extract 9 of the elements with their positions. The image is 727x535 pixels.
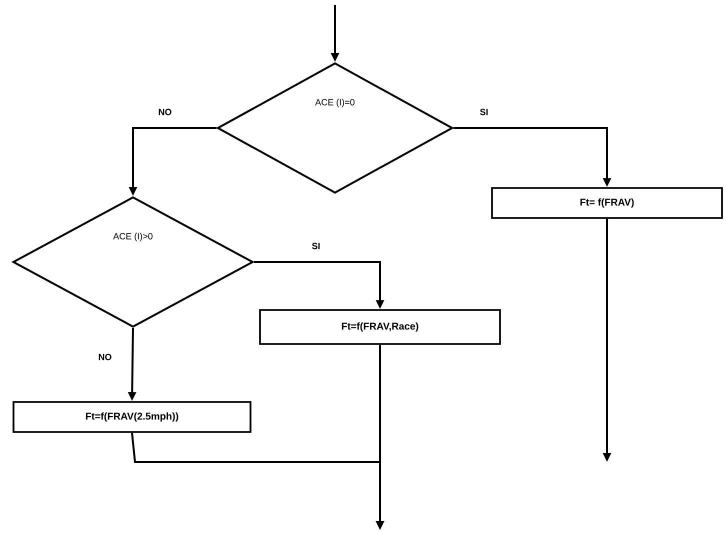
process-box: Ft=f(FRAV,Race) [259, 309, 501, 345]
process-box: Ft= f(FRAV) [491, 187, 723, 219]
edge-label: NO [157, 108, 173, 116]
condition-text: ACE (I)>0 [113, 232, 153, 242]
condition-text: ACE (I)=0 [315, 98, 355, 108]
edge-label: SI [478, 108, 490, 116]
process-box: Ft=f(FRAV(2.5mph)) [12, 401, 252, 433]
edge-label: SI [310, 242, 322, 250]
edge-label: NO [97, 352, 113, 362]
